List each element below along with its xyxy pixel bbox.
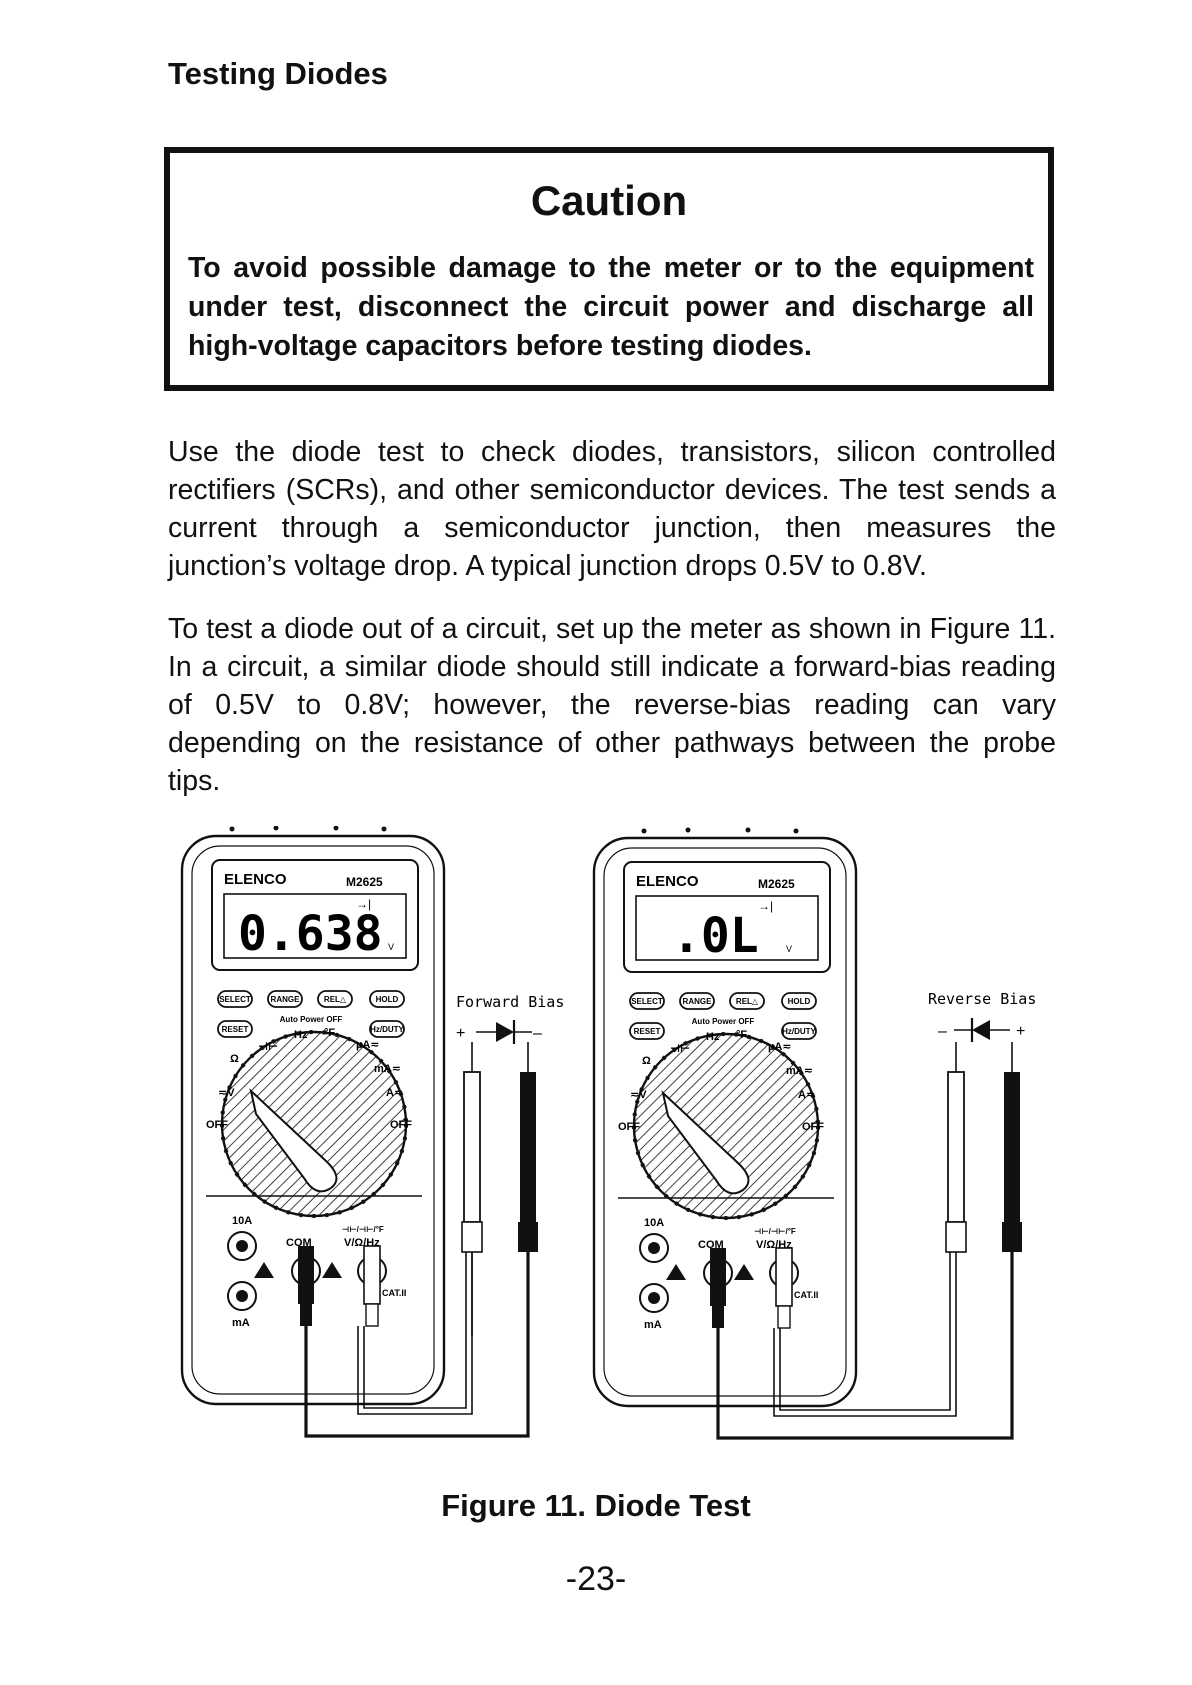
forward-bias-label: Forward Bias — [456, 993, 564, 1011]
dial-degf: °F — [736, 1029, 747, 1041]
jack-vohm-top: ⊣⊢/⊣⊢/°F — [754, 1227, 796, 1236]
dial-v: ≂V — [630, 1089, 647, 1101]
dial-ohm: Ω — [230, 1053, 239, 1065]
reset-button: RESET — [222, 1025, 249, 1034]
hold-button: HOLD — [788, 997, 811, 1006]
section-heading: Testing Diodes — [168, 56, 388, 91]
dial-hz: Hz — [706, 1031, 720, 1043]
rel-button: REL△ — [324, 995, 347, 1004]
dial-degf: °F — [324, 1027, 335, 1039]
dial-off-right: OFF — [802, 1121, 824, 1133]
diode-test-figure: ELENCO M2625 →| 0.638 V SELECT RANGE REL… — [180, 826, 1036, 1440]
meter-brand: ELENCO — [636, 873, 699, 890]
dial-ma: mA≂ — [374, 1063, 401, 1075]
jack-10a: 10A — [644, 1217, 664, 1229]
figure-caption: Figure 11. Diode Test — [441, 1488, 751, 1523]
caution-text: To avoid possible damage to the meter or… — [188, 252, 1034, 362]
reverse-bias-label: Reverse Bias — [928, 990, 1036, 1008]
range-button: RANGE — [271, 995, 301, 1004]
diode-forward-icon — [476, 1020, 532, 1044]
meter-brand: ELENCO — [224, 871, 287, 888]
dial-cap: ⊣⊢ — [670, 1043, 690, 1055]
meter-reading: 0.638 — [238, 906, 383, 962]
meter-model: M2625 — [758, 877, 795, 891]
reverse-bias-setup: Reverse Bias – + — [716, 990, 1036, 1440]
dial-ua: µA≂ — [768, 1041, 792, 1053]
dial-off-left: OFF — [618, 1121, 640, 1133]
diode-icon: →| — [758, 899, 773, 913]
diode-reverse-icon — [954, 1018, 1010, 1042]
dial-hz: Hz — [294, 1029, 308, 1041]
select-button: SELECT — [219, 995, 251, 1004]
jack-vohm: V/Ω/Hz — [756, 1239, 792, 1251]
body-paragraph-1: Use the diode test to check diodes, tran… — [168, 436, 1056, 582]
cat-label: CAT.II — [794, 1290, 818, 1300]
body-paragraph-2: To test a diode out of a circuit, set up… — [168, 613, 1056, 797]
diode-icon: →| — [356, 897, 371, 911]
dial-off-right: OFF — [390, 1119, 412, 1131]
right-meter: ELENCO M2625 →| .0L V SELECT RANGE REL△ … — [592, 826, 858, 1408]
jack-vohm-top: ⊣⊢/⊣⊢/°F — [342, 1225, 384, 1234]
rel-button: REL△ — [736, 997, 759, 1006]
dial-cap: ⊣⊢ — [258, 1041, 278, 1053]
forward-plus: + — [456, 1025, 465, 1042]
dial-ma: mA≂ — [786, 1065, 813, 1077]
hold-button: HOLD — [376, 995, 399, 1004]
caution-box: Caution To avoid possible damage to the … — [164, 147, 1054, 391]
auto-power-label: Auto Power OFF — [280, 1015, 343, 1024]
dial-v: ≂V — [218, 1087, 235, 1099]
dial-ohm: Ω — [642, 1055, 651, 1067]
meter-reading: .0L — [672, 908, 759, 964]
dial-off-left: OFF — [206, 1119, 228, 1131]
left-meter: ELENCO M2625 →| 0.638 V SELECT RANGE REL… — [180, 826, 446, 1406]
range-button: RANGE — [683, 997, 713, 1006]
page-number: -23- — [565, 1560, 627, 1598]
jack-vohm: V/Ω/Hz — [344, 1237, 380, 1249]
forward-bias-setup: Forward Bias + – — [304, 993, 564, 1438]
meter-model: M2625 — [346, 875, 383, 889]
reverse-plus: + — [1016, 1023, 1025, 1040]
jack-com: COM — [286, 1237, 312, 1249]
unit-label: V — [388, 942, 394, 952]
dial-a: A≂ — [798, 1089, 815, 1101]
dial-a: A≂ — [386, 1087, 403, 1099]
hz-duty-button: Hz/DUTY — [370, 1025, 404, 1034]
jack-10a: 10A — [232, 1215, 252, 1227]
jack-ma: mA — [232, 1317, 250, 1329]
select-button: SELECT — [631, 997, 663, 1006]
reset-button: RESET — [634, 1027, 661, 1036]
jack-com: COM — [698, 1239, 724, 1251]
reverse-minus: – — [938, 1023, 947, 1040]
forward-minus: – — [533, 1025, 542, 1042]
unit-label: V — [786, 944, 792, 954]
dial-ua: µA≂ — [356, 1039, 380, 1051]
caution-title: Caution — [530, 177, 688, 224]
auto-power-label: Auto Power OFF — [692, 1017, 755, 1026]
hz-duty-button: Hz/DUTY — [782, 1027, 816, 1036]
cat-label: CAT.II — [382, 1288, 406, 1298]
jack-ma: mA — [644, 1319, 662, 1331]
